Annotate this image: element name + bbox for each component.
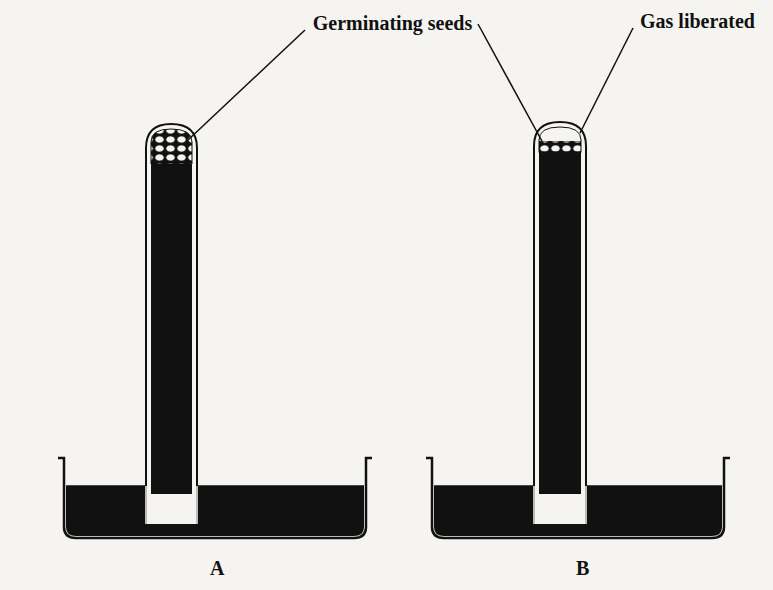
tube-a	[146, 124, 197, 524]
leader-lines	[188, 24, 633, 143]
figure-letter: A	[210, 557, 240, 579]
trough-a	[58, 458, 372, 538]
part-label: Germinating seeds	[310, 12, 475, 34]
figure-letter: B	[576, 557, 606, 579]
tube-b	[534, 122, 586, 524]
part-label: Gas liberated	[640, 10, 760, 32]
